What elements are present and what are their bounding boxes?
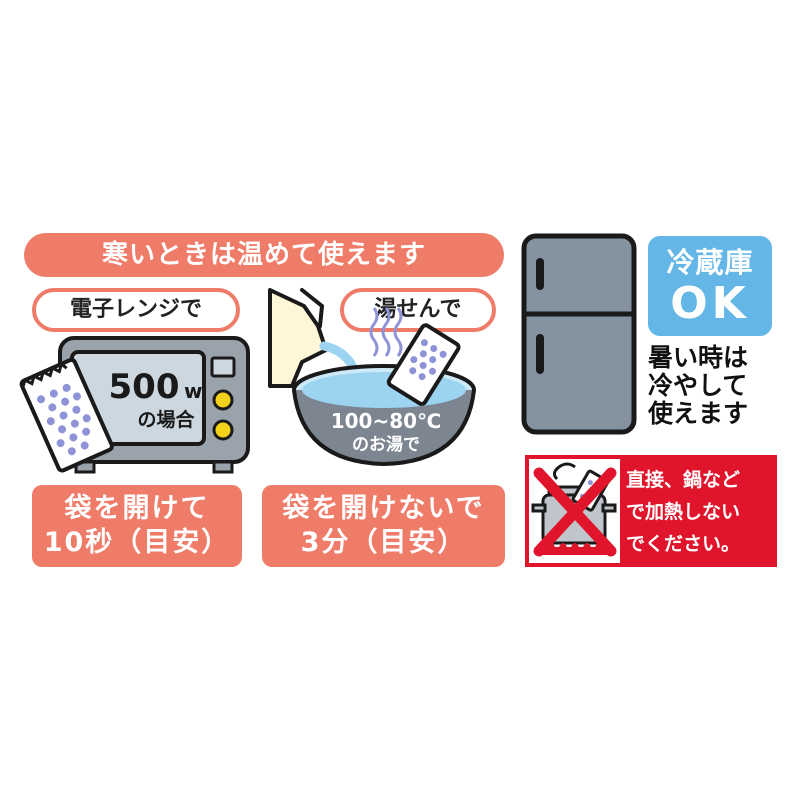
hot-water-instruction: 袋を開けないで 3分（目安） <box>262 485 505 567</box>
microwave-label: 電子レンジで <box>32 288 240 332</box>
pouch-in-water-icon <box>386 323 461 406</box>
microwave-instruction-line2: 10秒（目安） <box>43 527 231 558</box>
kettle-icon <box>268 288 328 388</box>
chill-note: 暑い時は 冷やして 使えます <box>648 344 778 428</box>
chill-note-line3: 使えます <box>648 399 749 428</box>
hot-water-instruction-line1: 袋を開けないで <box>282 493 485 524</box>
fridge-ok-line1: 冷蔵庫 <box>666 246 754 279</box>
warning-text: 直接、鍋など で加熱しない でください。 <box>626 464 776 560</box>
microwave-illustration: 500 w の場合 <box>19 336 250 474</box>
steam-icon <box>369 307 403 357</box>
hot-water-illustration: 100~80℃ のお湯で <box>268 288 476 467</box>
fridge-icon <box>521 233 637 435</box>
no-pot-heating-icon <box>531 462 617 557</box>
heating-banner: 寒いときは温めて使えます <box>24 233 504 277</box>
cross-icon <box>533 467 617 557</box>
watt-value: 500 <box>109 367 180 407</box>
chill-note-line1: 暑い時は <box>648 343 749 372</box>
watt-note: の場合 <box>137 408 195 431</box>
water-temperature: 100~80℃ <box>331 409 442 433</box>
warning-line2: で加熱しない <box>626 501 741 523</box>
hot-water-instruction-line2: 3分（目安） <box>300 527 467 558</box>
chill-note-line2: 冷やして <box>648 371 748 400</box>
fridge-ok-badge: 冷蔵庫 OK <box>648 236 772 336</box>
microwave-instruction: 袋を開けて 10秒（目安） <box>32 485 242 567</box>
microwave-instruction-line1: 袋を開けて <box>64 493 210 524</box>
warning-line1: 直接、鍋など <box>626 469 741 491</box>
warning-line3: でください。 <box>626 533 741 555</box>
steam-icon <box>552 462 576 481</box>
pouch-icon <box>19 357 114 473</box>
water-temperature-note: のお湯で <box>352 435 420 455</box>
watt-unit: w <box>184 379 202 403</box>
fridge-ok-line2: OK <box>670 278 750 329</box>
